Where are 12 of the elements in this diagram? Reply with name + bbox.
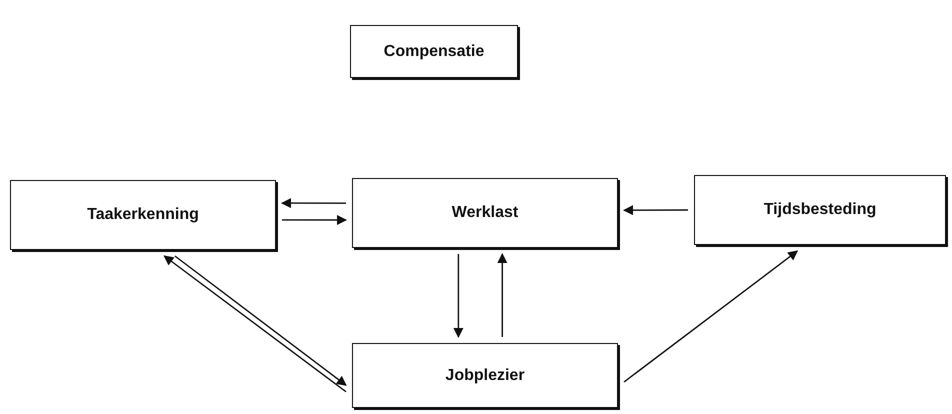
- concept-box: [352, 178, 618, 248]
- node-label: Compensatie: [384, 42, 484, 60]
- concept-box: [350, 25, 518, 78]
- arrow: [453, 254, 464, 338]
- node-label: Jobplezier: [445, 366, 525, 384]
- node-label: Taakerkenning: [87, 206, 199, 224]
- node-label: Tijdsbesteding: [764, 201, 876, 219]
- concept-box: [10, 180, 276, 250]
- concept-box: [694, 175, 946, 245]
- concept-box: [352, 343, 618, 408]
- node-label: Werklast: [452, 204, 518, 222]
- arrow: [282, 214, 347, 225]
